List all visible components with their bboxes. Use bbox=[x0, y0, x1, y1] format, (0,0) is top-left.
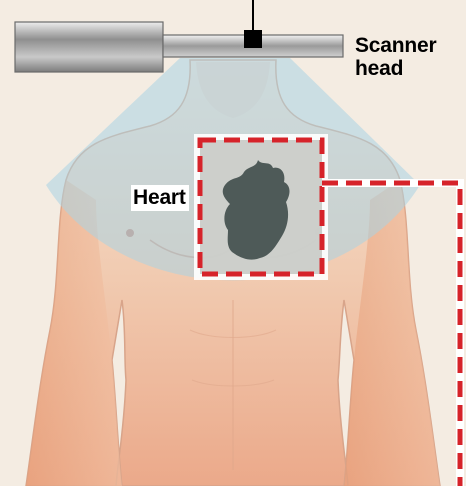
scanner-head-label: Scanner head bbox=[355, 34, 463, 80]
scanner-body bbox=[15, 22, 163, 72]
scanner-marker bbox=[244, 30, 262, 48]
heart-callout bbox=[194, 134, 328, 280]
heart-label: Heart bbox=[131, 185, 189, 211]
